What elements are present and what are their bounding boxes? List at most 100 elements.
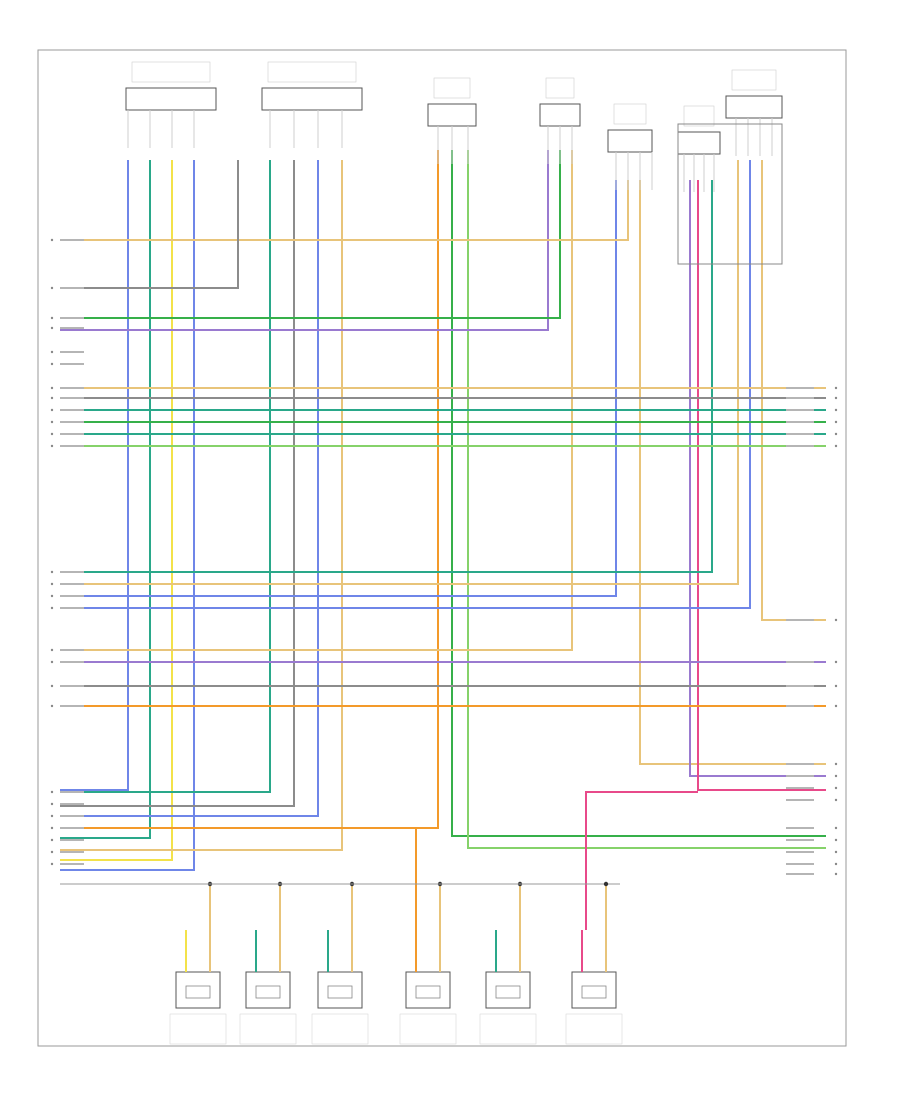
row-marker-right: [834, 872, 838, 876]
sensor-element: [185, 985, 211, 999]
sensor-element: [327, 985, 353, 999]
sensor-element: [495, 985, 521, 999]
wire-tan-f: [761, 160, 826, 621]
sensor-label-box: [479, 1013, 537, 1045]
wire-violet-b: [689, 180, 826, 777]
sensor-element: [255, 985, 281, 999]
row-marker-left: [50, 814, 54, 818]
row-marker-right: [834, 798, 838, 802]
row-marker-left: [50, 362, 54, 366]
row-marker-left: [50, 408, 54, 412]
row-marker-left: [50, 594, 54, 598]
row-marker-right: [834, 704, 838, 708]
row-marker-left: [50, 238, 54, 242]
row-marker-left: [50, 582, 54, 586]
component-label-box: [683, 105, 715, 127]
wire-gray-a: [60, 160, 295, 807]
row-marker-right: [834, 432, 838, 436]
wire-tan-d: [639, 180, 826, 765]
wire-blue-c: [60, 160, 319, 817]
row-marker-left: [50, 286, 54, 290]
row-marker-right: [834, 786, 838, 790]
row-marker-right: [834, 660, 838, 664]
wire-blue-a: [60, 160, 129, 791]
sensor-label-box: [311, 1013, 369, 1045]
wire-orange-a: [60, 150, 439, 829]
wire-teal-c: [60, 180, 713, 573]
row-marker-left: [50, 790, 54, 794]
wire-lightgreen-a: [467, 150, 826, 849]
row-marker-left: [50, 606, 54, 610]
top-component-2: [261, 87, 363, 111]
row-marker-left: [50, 570, 54, 574]
row-marker-left: [50, 316, 54, 320]
row-marker-right: [834, 444, 838, 448]
row-marker-right: [834, 386, 838, 390]
row-marker-left: [50, 838, 54, 842]
diagram-border: [37, 49, 847, 1047]
top-component-4: [539, 103, 581, 127]
bottom-sensor-6: [571, 971, 617, 1009]
wire-layer: [60, 150, 826, 930]
row-marker-left: [50, 648, 54, 652]
row-marker-right: [834, 762, 838, 766]
top-component-7: [725, 95, 783, 119]
wire-pink-a: [697, 180, 826, 791]
splice-dot: [603, 881, 609, 887]
bottom-sensor-4: [405, 971, 451, 1009]
wire-blue-e: [60, 160, 751, 609]
row-marker-right: [834, 684, 838, 688]
row-marker-left: [50, 350, 54, 354]
bottom-sensor-3: [317, 971, 363, 1009]
component-label-box: [131, 61, 211, 83]
wire-blue-d: [60, 180, 617, 597]
row-marker-right: [834, 618, 838, 622]
sensor-element: [415, 985, 441, 999]
row-marker-left: [50, 850, 54, 854]
row-marker-left: [50, 444, 54, 448]
wire-tan-a: [60, 160, 343, 851]
top-component-6: [677, 131, 721, 155]
row-marker-right: [834, 420, 838, 424]
row-marker-left: [50, 802, 54, 806]
component-group-outline: [677, 123, 783, 265]
row-marker-left: [50, 660, 54, 664]
row-marker-right: [834, 396, 838, 400]
sensor-element: [581, 985, 607, 999]
sensor-label-box: [239, 1013, 297, 1045]
component-label-box: [433, 77, 471, 99]
component-label-box: [545, 77, 575, 99]
row-marker-right: [834, 850, 838, 854]
wire-green-a: [451, 150, 826, 837]
wire-tan-e: [60, 160, 739, 585]
wire-blue-b: [60, 160, 195, 871]
wire-pink-b: [585, 791, 698, 930]
row-marker-left: [50, 684, 54, 688]
row-marker-left: [50, 326, 54, 330]
component-layer: [37, 49, 847, 1047]
wire-yellow-a: [60, 160, 173, 861]
wire-violet-a: [60, 150, 549, 331]
wire-gray-b: [60, 160, 239, 289]
row-marker-right: [834, 838, 838, 842]
bottom-sensor-5: [485, 971, 531, 1009]
row-marker-left: [50, 432, 54, 436]
row-marker-left: [50, 386, 54, 390]
component-label-box: [731, 69, 777, 91]
row-marker-right: [834, 774, 838, 778]
sensor-label-box: [565, 1013, 623, 1045]
wire-tan-c: [60, 180, 629, 241]
row-marker-left: [50, 826, 54, 830]
row-marker-right: [834, 862, 838, 866]
wire-teal-b: [60, 160, 271, 793]
row-marker-left: [50, 396, 54, 400]
wire-teal-a: [60, 160, 151, 839]
bottom-sensor-2: [245, 971, 291, 1009]
top-component-3: [427, 103, 477, 127]
wire-green-b: [60, 150, 561, 319]
row-marker-right: [834, 826, 838, 830]
sensor-label-box: [399, 1013, 457, 1045]
wire-tan-b: [60, 150, 573, 651]
